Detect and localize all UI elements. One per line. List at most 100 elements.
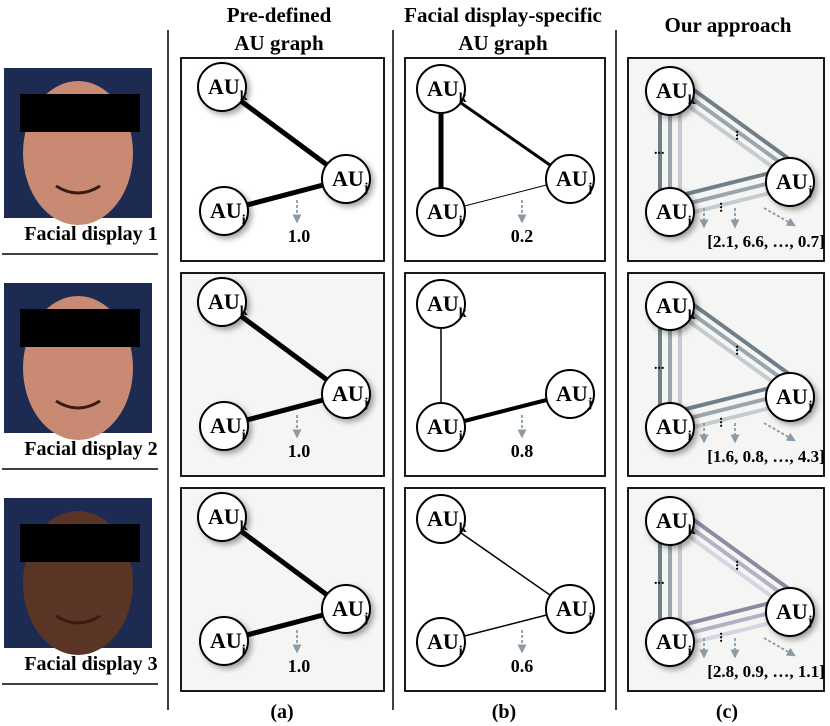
node-au-i-label: AUi xyxy=(656,414,692,444)
node-au-k: AUk xyxy=(645,496,696,546)
ellipsis-k-j: ... xyxy=(732,560,747,571)
node-au-k: AUk xyxy=(416,64,467,114)
node-au-j-label: AUj xyxy=(776,169,812,199)
node-au-k-label: AUk xyxy=(208,74,248,104)
edge-k-j xyxy=(220,299,348,397)
node-au-i-label: AUi xyxy=(210,198,246,228)
node-au-i-label: AUi xyxy=(427,629,463,659)
column-a-title-line2: AU graph xyxy=(234,31,324,55)
node-au-k-label: AUk xyxy=(427,76,467,106)
node-au-j: AUj xyxy=(545,369,595,419)
node-au-i-label: AUi xyxy=(427,414,463,444)
node-au-k-label: AUk xyxy=(208,504,248,534)
edge-weight: 0.8 xyxy=(511,441,534,461)
node-au-i-label: AUi xyxy=(427,199,463,229)
node-au-j-label: AUj xyxy=(332,381,368,411)
node-au-k: AUk xyxy=(416,494,467,544)
column-b-title-line1: Facial display-specific xyxy=(404,3,602,27)
node-au-j-label: AUj xyxy=(556,166,592,196)
ellipsis-k-j: ... xyxy=(732,345,747,356)
node-au-j-label: AUj xyxy=(776,384,812,414)
subfigure-label-a: (a) xyxy=(270,701,293,723)
edge-k-j xyxy=(220,514,348,612)
node-au-k-label: AUk xyxy=(656,293,696,323)
facial-display-label: Facial display 1 xyxy=(24,223,157,245)
face-photo xyxy=(4,498,152,655)
edge-weight: 1.0 xyxy=(288,226,311,246)
node-au-i: AUi xyxy=(199,186,249,236)
node-au-k-label: AUk xyxy=(656,78,696,108)
ellipsis-k-i: ... xyxy=(654,573,665,588)
node-au-j: AUj xyxy=(545,154,595,204)
edge-feature-vector: [1.6, 0.8, …, 4.3] xyxy=(707,447,825,466)
node-au-i: AUi xyxy=(416,402,466,452)
node-au-j: AUj xyxy=(321,369,371,419)
node-au-j-label: AUj xyxy=(556,596,592,626)
node-au-i: AUi xyxy=(645,402,695,452)
ellipsis-i-j: ... xyxy=(716,417,731,428)
face-photo xyxy=(4,68,152,225)
face-photo xyxy=(4,283,152,440)
node-au-k: AUk xyxy=(645,281,696,331)
column-c-title: Our approach xyxy=(664,13,791,37)
node-au-k: AUk xyxy=(416,279,467,329)
edge-weight: 1.0 xyxy=(288,656,311,676)
node-au-k-label: AUk xyxy=(427,506,467,536)
node-au-j-label: AUj xyxy=(332,166,368,196)
edge-k-j xyxy=(220,84,348,182)
ellipsis-k-i: ... xyxy=(654,143,665,158)
column-a-title-line1: Pre-defined xyxy=(227,3,332,27)
node-au-i: AUi xyxy=(199,616,249,666)
node-au-k: AUk xyxy=(197,492,248,542)
rows: Facial display 1AUkAUjAUi1.0AUkAUjAUi0.2… xyxy=(2,57,825,692)
node-au-k-label: AUk xyxy=(427,291,467,321)
node-au-k: AUk xyxy=(645,66,696,116)
column-b-title-line2: AU graph xyxy=(458,31,548,55)
edge-feature-vector: [2.8, 0.9, …, 1.1] xyxy=(707,662,825,681)
facial-display-label: Facial display 3 xyxy=(24,653,157,675)
node-au-j: AUj xyxy=(321,154,371,204)
edge-weight: 0.2 xyxy=(511,226,534,246)
node-au-k-label: AUk xyxy=(208,289,248,319)
node-au-i: AUi xyxy=(416,187,466,237)
node-au-k: AUk xyxy=(197,62,248,112)
node-au-i-label: AUi xyxy=(656,199,692,229)
node-au-j: AUj xyxy=(765,372,815,422)
node-au-i: AUi xyxy=(645,187,695,237)
ellipsis-i-j: ... xyxy=(716,632,731,643)
node-au-i-label: AUi xyxy=(210,413,246,443)
node-au-j-label: AUj xyxy=(556,381,592,411)
edge-k-j xyxy=(440,518,571,610)
edge-weight: 1.0 xyxy=(288,441,311,461)
node-au-i: AUi xyxy=(645,617,695,667)
node-au-k: AUk xyxy=(197,277,248,327)
node-au-j: AUj xyxy=(765,157,815,207)
node-au-i: AUi xyxy=(199,401,249,451)
node-au-i: AUi xyxy=(416,617,466,667)
node-au-j: AUj xyxy=(321,584,371,634)
facial-display-label: Facial display 2 xyxy=(24,438,157,460)
edge-weight: 0.6 xyxy=(511,656,534,676)
ellipsis-k-i: ... xyxy=(654,358,665,373)
node-au-j-label: AUj xyxy=(776,599,812,629)
ellipsis-i-j: ... xyxy=(716,202,731,213)
node-au-j-label: AUj xyxy=(332,596,368,626)
node-au-j: AUj xyxy=(765,587,815,637)
edge-feature-vector: [2.1, 6.6, …, 0.7] xyxy=(707,232,825,251)
node-au-j: AUj xyxy=(545,584,595,634)
edge-k-j xyxy=(440,87,571,181)
subfigure-label-c: (c) xyxy=(716,701,738,723)
